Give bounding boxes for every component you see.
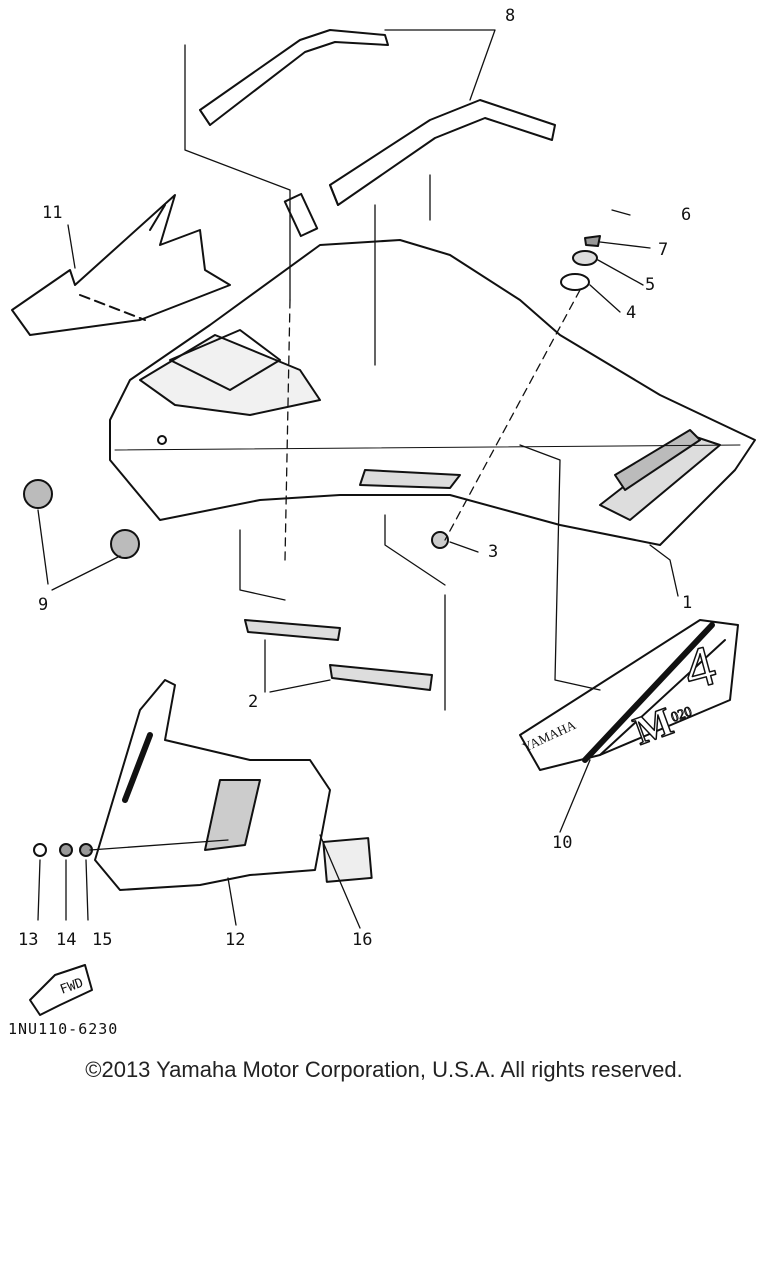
callout-1: 1 <box>682 593 693 613</box>
callout-6: 6 <box>681 205 692 225</box>
callout-11: 11 <box>42 203 63 223</box>
callout-16: 16 <box>352 930 373 950</box>
left-panel-part-11 <box>11 194 231 336</box>
trim-strip-part-8 <box>199 29 556 206</box>
callout-2: 2 <box>248 692 259 712</box>
callout-14: 14 <box>56 930 77 950</box>
strips-part-2 <box>244 619 433 691</box>
callout-4: 4 <box>626 303 637 323</box>
callout-7: 7 <box>658 240 669 260</box>
assembly-guide-lines <box>184 44 601 711</box>
callout-12: 12 <box>225 930 246 950</box>
callout-13: 13 <box>18 930 39 950</box>
diagram-code: 1NU110-6230 <box>8 1020 119 1038</box>
callout-3: 3 <box>488 542 499 562</box>
copyright-notice: ©2013 Yamaha Motor Corporation, U.S.A. A… <box>85 1057 683 1082</box>
callout-10: 10 <box>552 833 573 853</box>
exploded-parts-diagram: FWD YAMAHA M 020 4 <box>11 29 756 1016</box>
callout-5: 5 <box>645 275 656 295</box>
rubber-mounts-part-9 <box>23 479 140 559</box>
callout-8: 8 <box>505 6 516 26</box>
decal-part-10 <box>519 619 739 771</box>
decal-sub-text: 020 <box>669 704 694 725</box>
fwd-arrow-icon <box>29 964 93 1016</box>
leader-lines <box>37 29 679 929</box>
fasteners <box>33 192 601 857</box>
callout-15: 15 <box>92 930 113 950</box>
lower-cover-part-12 <box>94 679 331 891</box>
callout-9: 9 <box>38 595 49 615</box>
cowling-body-part-1 <box>109 239 756 546</box>
